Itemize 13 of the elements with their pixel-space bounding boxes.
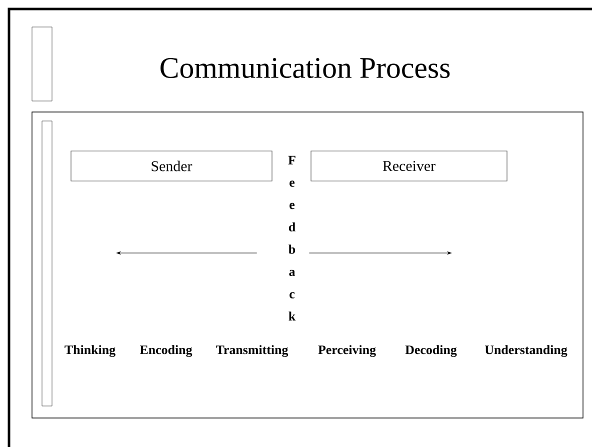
panel (32, 112, 584, 418)
stage-label: Thinking (64, 345, 116, 357)
process-box: Sender (70, 150, 272, 182)
side-bar (32, 26, 52, 102)
title: Communication Process (160, 58, 450, 78)
stage-label: Transmitting (216, 345, 288, 357)
side-bar (42, 120, 52, 406)
stage-label: Perceiving (318, 345, 376, 357)
stage-label: Encoding (140, 345, 192, 357)
vertical-label: Feedback (288, 156, 296, 321)
process-box: Receiver (310, 150, 508, 182)
stage-label: Understanding (484, 345, 568, 357)
stage-label: Decoding (405, 345, 457, 357)
